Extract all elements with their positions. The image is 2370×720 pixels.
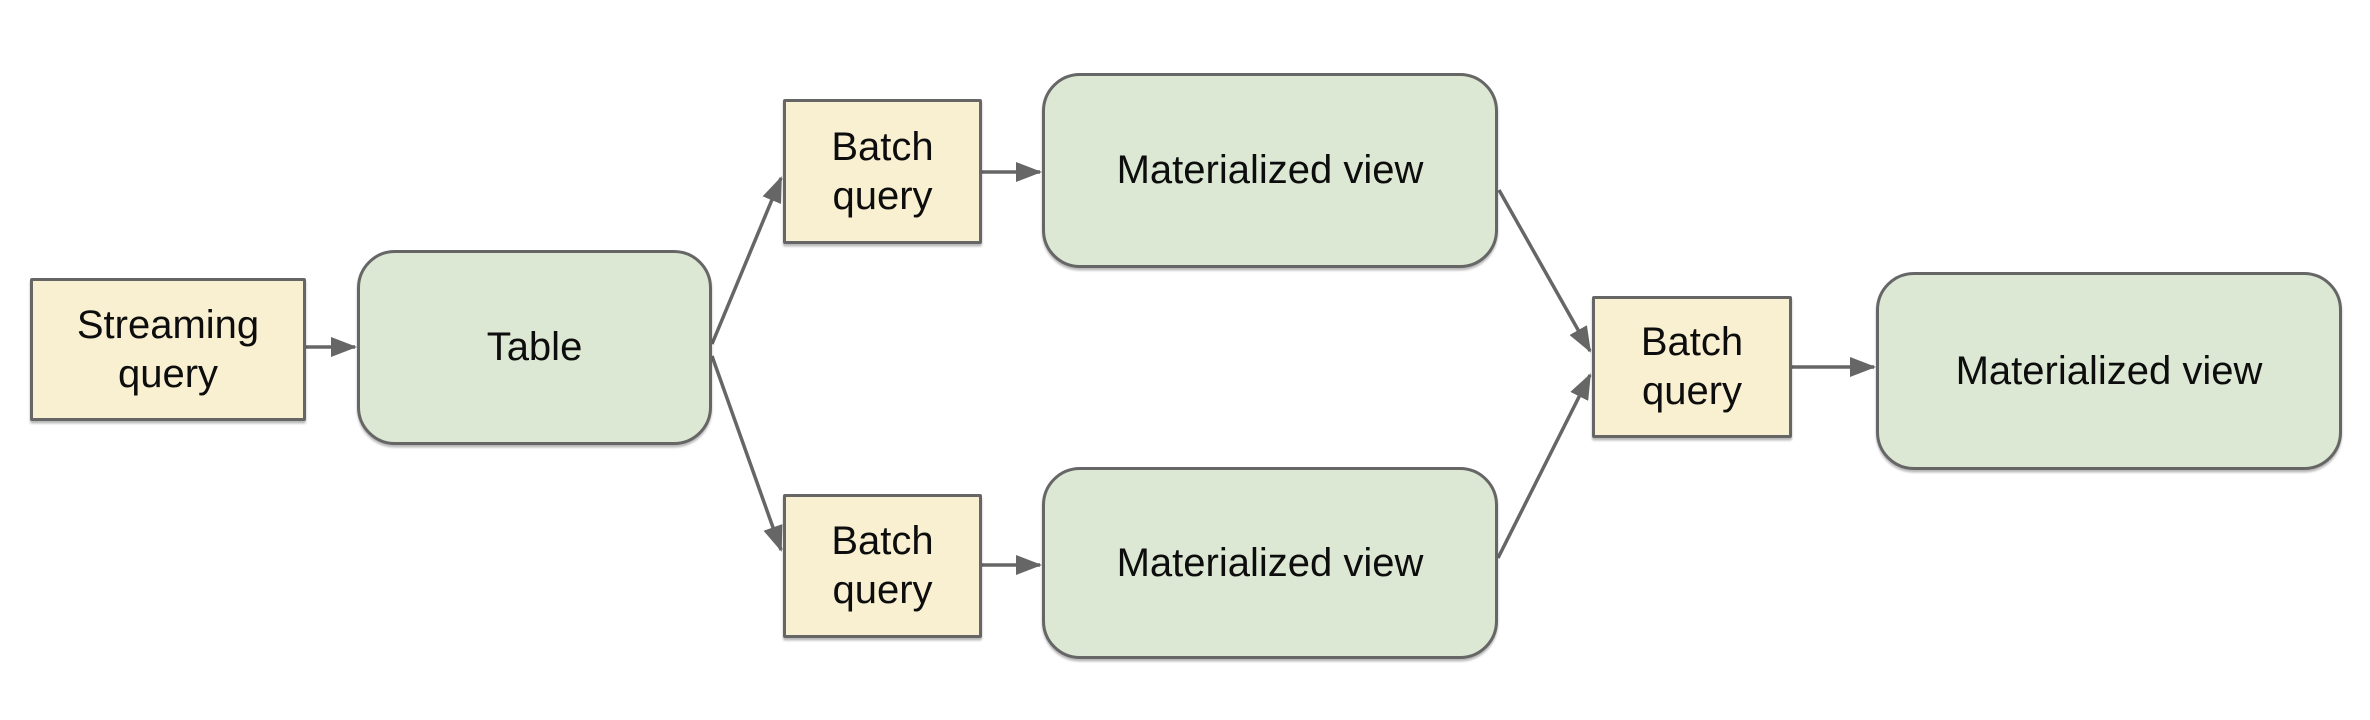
- node-materialized-view-bottom: Materialized view: [1042, 467, 1498, 659]
- node-label-materialized-view-bottom: Materialized view: [1116, 540, 1424, 585]
- edge-table-to-batch-query-top: [710, 176, 783, 345]
- edge-materialized-view-bottom-to-batch-query-merge: [1496, 373, 1592, 559]
- node-streaming-query: Streaming query: [30, 278, 306, 421]
- node-label-materialized-view-top: Materialized view: [1116, 148, 1424, 193]
- edge-table-to-batch-query-bottom: [710, 355, 783, 552]
- node-label-batch-query-merge: Batch query: [1640, 320, 1744, 413]
- node-batch-query-bottom: Batch query: [783, 494, 982, 638]
- node-materialized-view-final: Materialized view: [1876, 272, 2342, 470]
- node-batch-query-top: Batch query: [783, 99, 982, 244]
- edge-materialized-view-top-to-batch-query-merge: [1497, 189, 1592, 353]
- node-label-table: Table: [486, 325, 583, 370]
- node-label-materialized-view-final: Materialized view: [1955, 348, 2263, 393]
- node-label-batch-query-bottom: Batch query: [831, 519, 934, 612]
- node-materialized-view-top: Materialized view: [1042, 73, 1498, 268]
- node-table: Table: [357, 250, 712, 445]
- node-label-batch-query-top: Batch query: [831, 124, 934, 218]
- node-batch-query-merge: Batch query: [1592, 296, 1792, 438]
- node-label-streaming-query: Streaming query: [76, 302, 260, 396]
